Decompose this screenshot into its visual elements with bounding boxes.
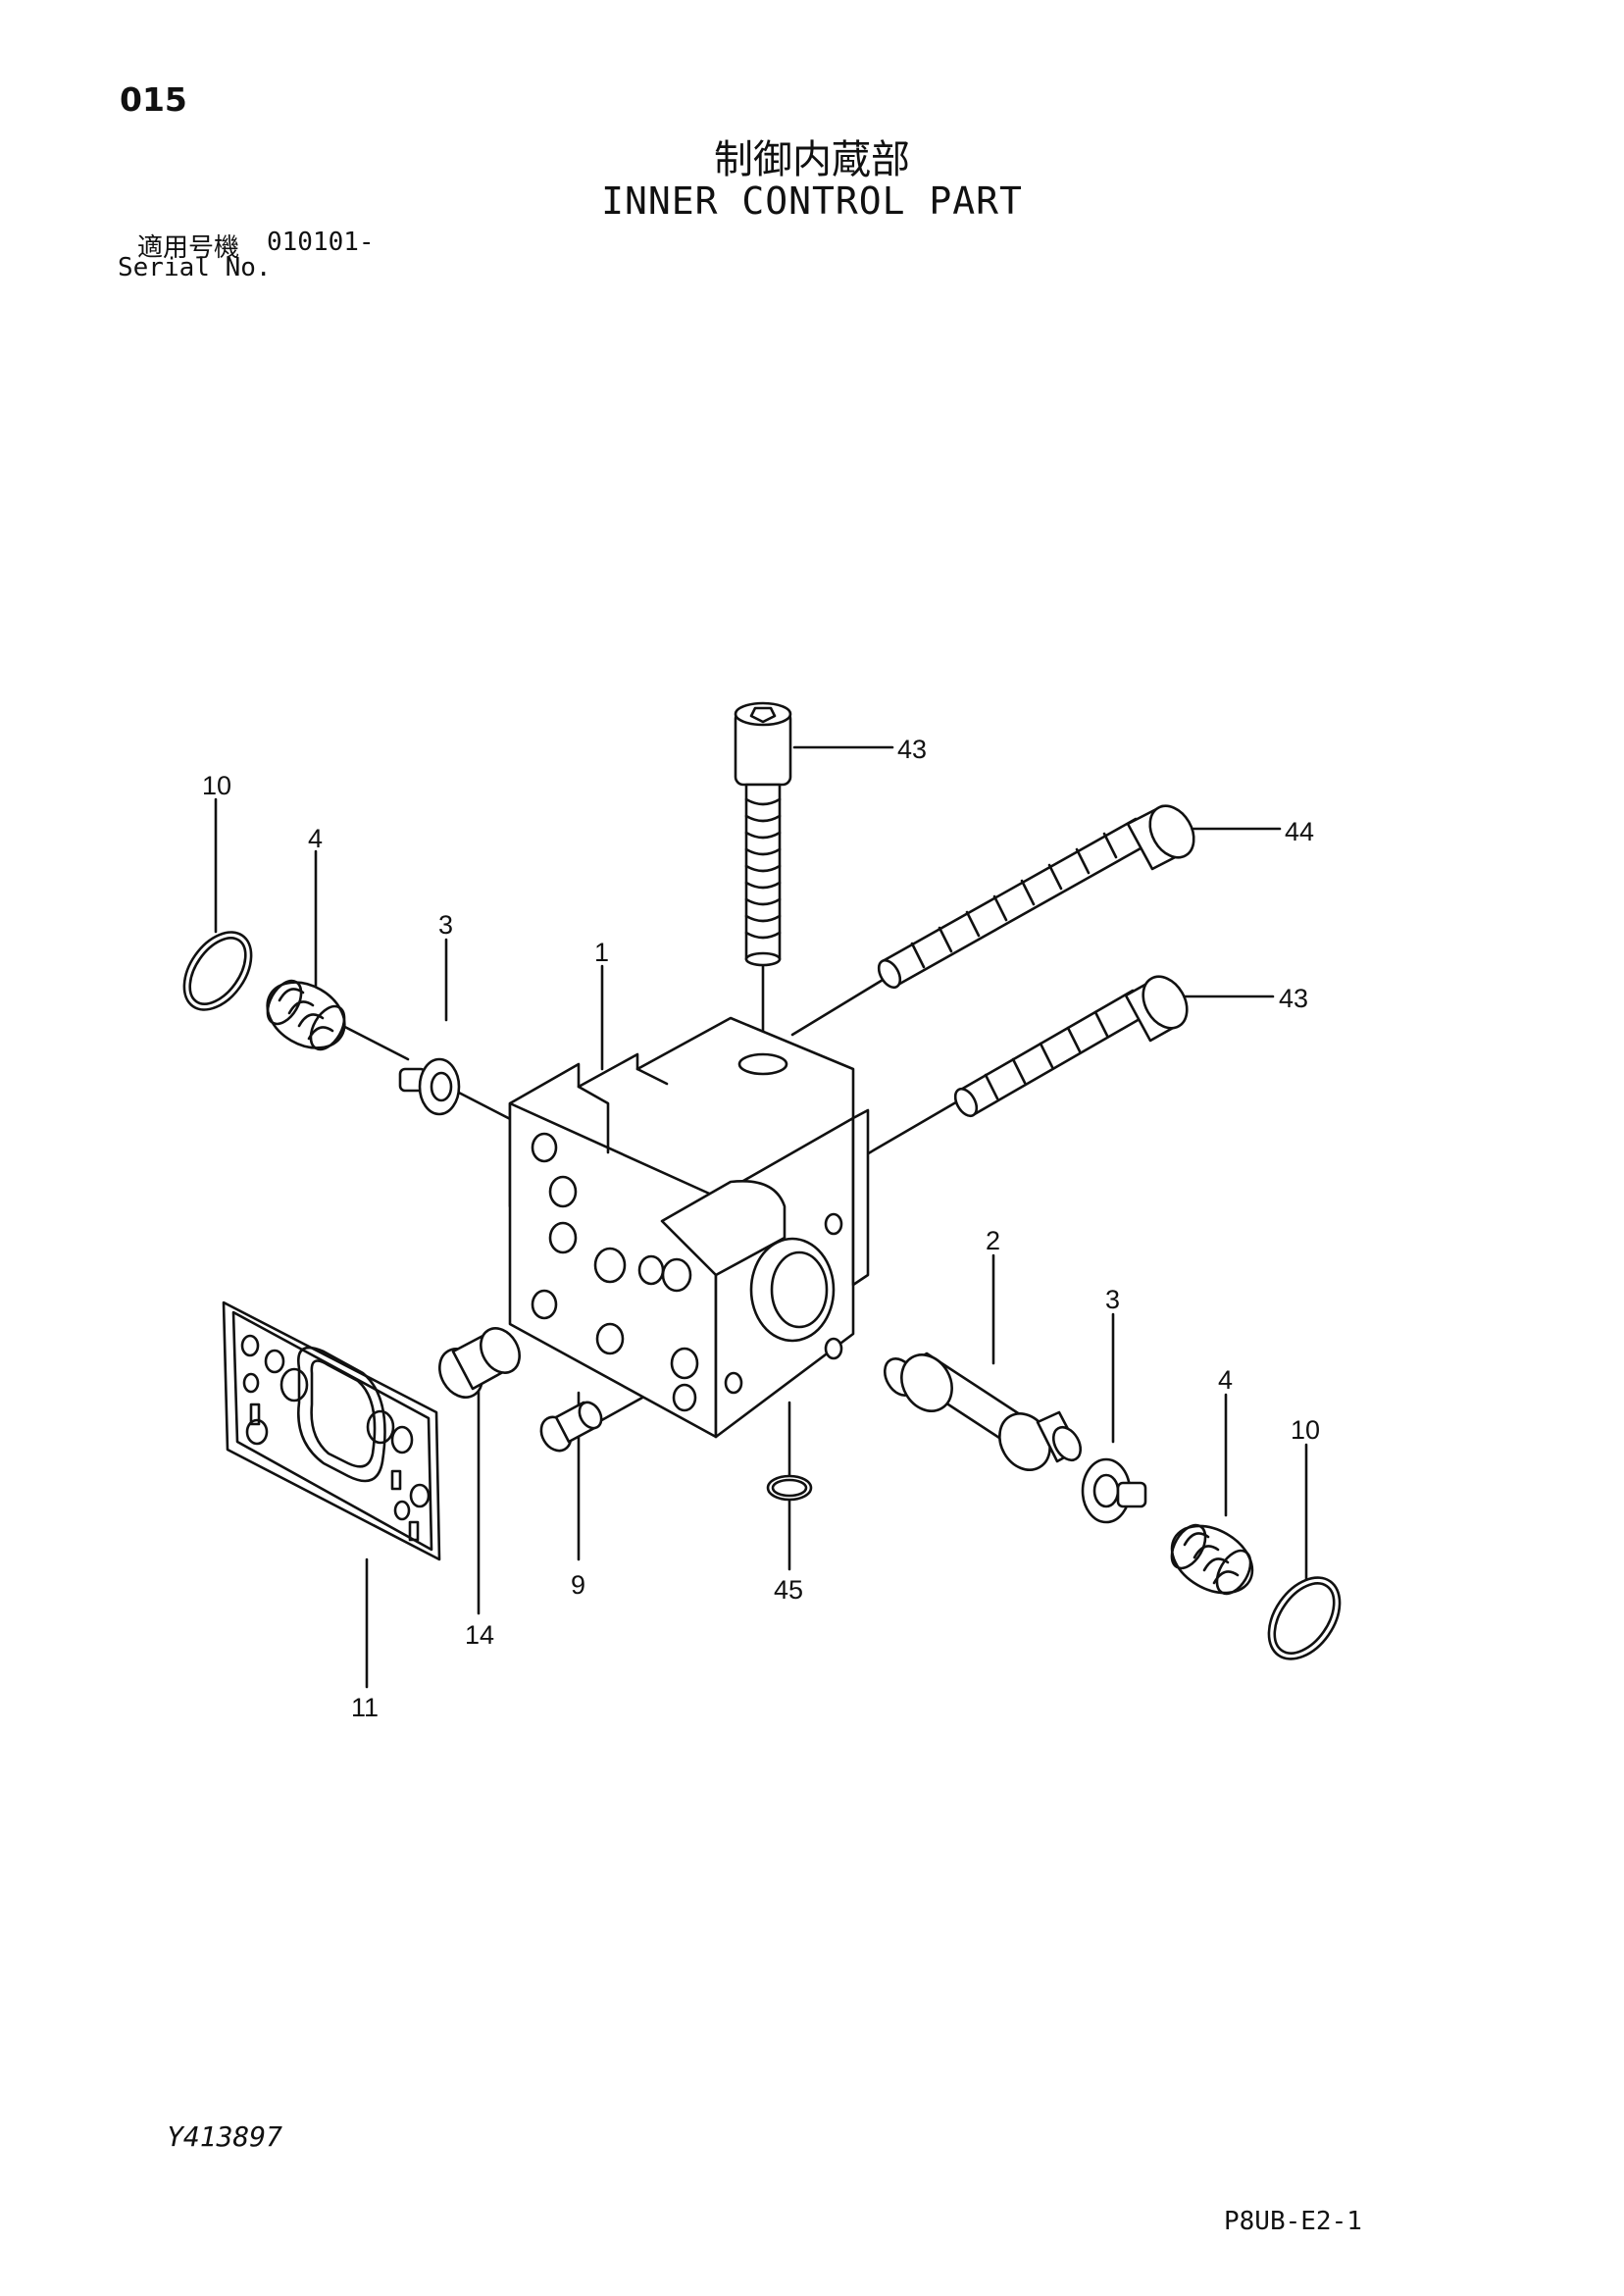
part-9-plug [539, 1401, 603, 1453]
label-1: 1 [594, 938, 609, 967]
drawing-number: Y413897 [167, 2120, 283, 2153]
title-japanese: 制御内蔵部 [714, 137, 910, 182]
label-4-right: 4 [1218, 1365, 1233, 1395]
serial-label-english: Serial No. [118, 253, 272, 282]
label-10-left: 10 [202, 771, 231, 800]
label-14: 14 [465, 1620, 494, 1650]
label-44: 44 [1285, 817, 1314, 846]
part-2-spool [883, 1352, 1083, 1471]
part-1-housing-block [508, 1016, 870, 1439]
page-code: P8UB-E2-1 [1224, 2207, 1362, 2236]
part-10-o-ring-left [182, 931, 253, 1011]
part-3-seat-left [398, 1057, 461, 1116]
part-4-spring-right [1170, 1523, 1254, 1596]
label-3-left: 3 [438, 910, 453, 940]
part-14-plug [438, 1327, 521, 1399]
part-4-spring-left [266, 979, 346, 1051]
label-10-right: 10 [1291, 1415, 1320, 1445]
callout-labels: 43 44 43 10 4 3 1 2 3 4 10 9 45 14 11 [202, 735, 1320, 1722]
label-4-left: 4 [308, 824, 323, 853]
part-44-long-bolt [877, 804, 1195, 990]
part-10-o-ring-right [1267, 1576, 1342, 1660]
label-43-middle: 43 [1279, 984, 1308, 1013]
part-43-middle-bolt [953, 975, 1189, 1118]
part-3-seat-right [1081, 1457, 1147, 1524]
label-9: 9 [571, 1570, 585, 1600]
label-3-right: 3 [1105, 1285, 1120, 1314]
part-43-vertical-bolt [734, 701, 792, 967]
part-11-gasket-plate [222, 1301, 441, 1561]
part-45-small-o-ring [766, 1474, 813, 1502]
label-11: 11 [351, 1693, 379, 1722]
page-number: 015 [120, 80, 187, 119]
label-45: 45 [774, 1575, 803, 1605]
serial-number-value: 010101- [267, 228, 375, 257]
title-english: INNER CONTROL PART [601, 179, 1023, 223]
label-2: 2 [986, 1226, 1000, 1255]
serial-label-japanese: 適用号機 [137, 233, 240, 263]
bolt-thread-marks [744, 797, 782, 940]
label-43-top: 43 [897, 735, 927, 764]
